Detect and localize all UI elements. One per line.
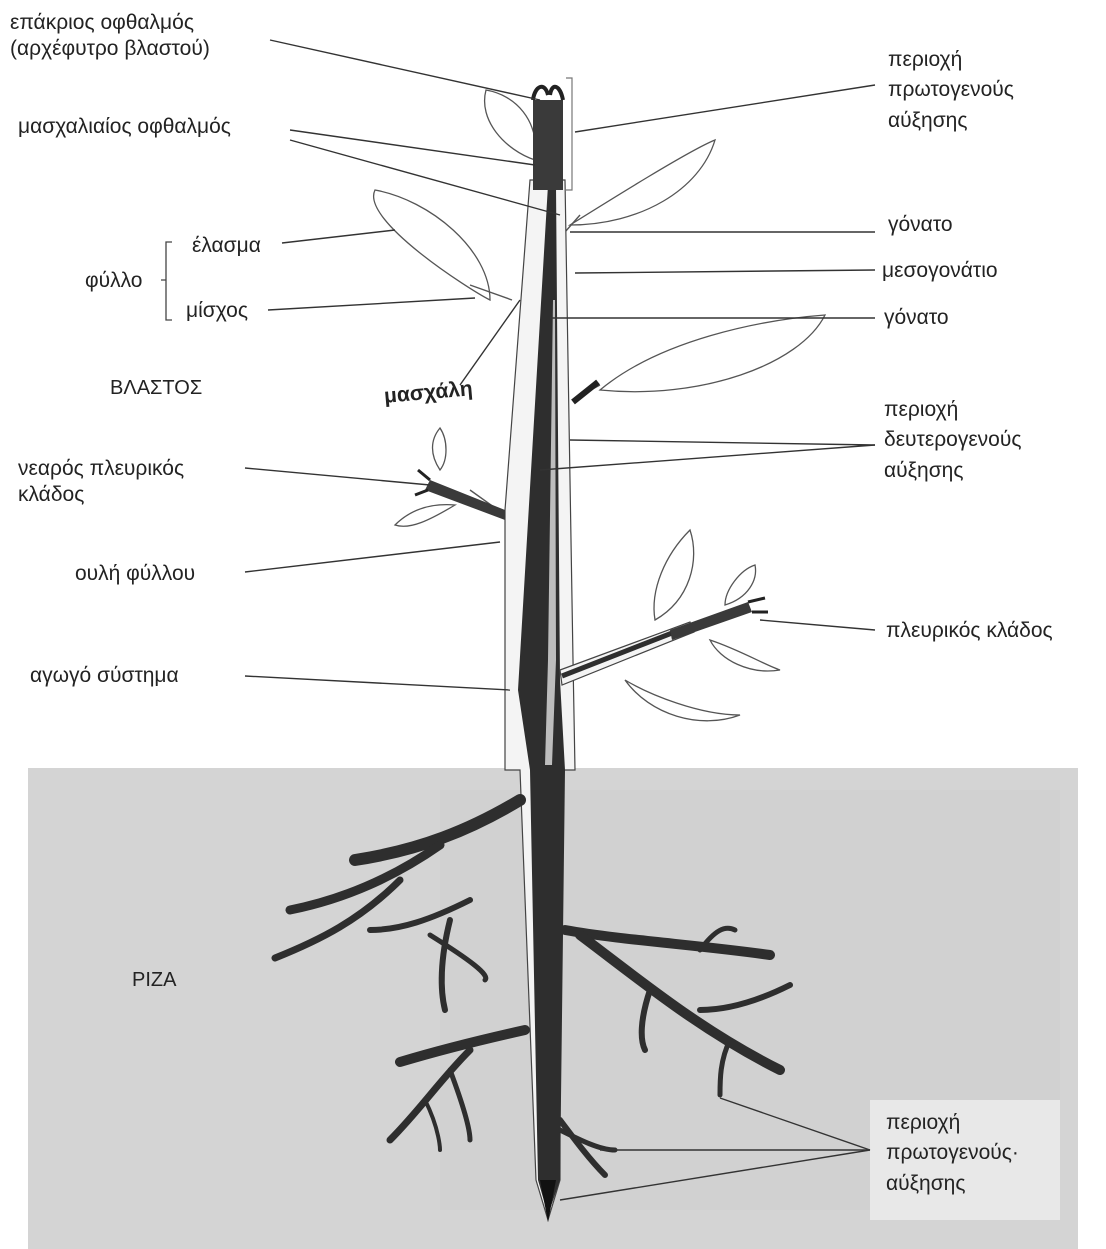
label-young-branch-line2: κλάδος bbox=[18, 482, 184, 508]
label-secondary-line1: περιοχή bbox=[884, 395, 1021, 425]
apical-bud bbox=[533, 87, 563, 190]
label-apical-bud-line2: (αρχέφυτρο βλαστού) bbox=[10, 36, 210, 62]
leaf-lat-2 bbox=[725, 565, 756, 605]
leaf-lat-1 bbox=[654, 530, 694, 620]
leaf-lat-3 bbox=[710, 640, 780, 671]
label-primary-top-line3: αύξησης bbox=[888, 106, 1014, 136]
label-blade: έλασμα bbox=[192, 233, 261, 259]
leaf-blade-left bbox=[374, 190, 490, 300]
label-primary-top-line2: πρωτογενούς bbox=[888, 75, 1014, 105]
label-secondary: περιοχή δευτερογενούς αύξησης bbox=[884, 395, 1021, 486]
label-apical-bud-line1: επάκριος οφθαλμός bbox=[10, 10, 210, 36]
label-shoot: ΒΛΑΣΤΟΣ bbox=[110, 376, 202, 401]
leaf-mid-right bbox=[600, 315, 825, 392]
label-primary-root-line1: περιοχή bbox=[886, 1108, 1019, 1138]
leaf-top-right bbox=[570, 140, 715, 225]
label-leaf: φύλλο bbox=[85, 268, 142, 294]
label-lateral-branch: πλευρικός κλάδος bbox=[886, 618, 1053, 644]
leaf-small-2 bbox=[395, 505, 455, 527]
leaf-lat-4 bbox=[625, 680, 740, 721]
label-leaf-scar: ουλή φύλλου bbox=[75, 561, 195, 587]
label-primary-top: περιοχή πρωτογενούς αύξησης bbox=[888, 45, 1014, 136]
label-root: ΡΙΖΑ bbox=[132, 968, 176, 993]
label-young-branch-line1: νεαρός πλευρικός bbox=[18, 456, 184, 482]
label-primary-root-line3: αύξησης bbox=[886, 1169, 1019, 1199]
label-apical-bud: επάκριος οφθαλμός (αρχέφυτρο βλαστού) bbox=[10, 10, 210, 63]
label-primary-root-line2: πρωτογενούς· bbox=[886, 1138, 1019, 1168]
label-petiole: μίσχος bbox=[186, 298, 248, 324]
label-node-2: γόνατο bbox=[884, 305, 949, 331]
leaf-small-1 bbox=[433, 428, 447, 470]
label-young-branch: νεαρός πλευρικός κλάδος bbox=[18, 456, 184, 509]
leaf-bracket bbox=[160, 240, 176, 325]
label-primary-root: περιοχή πρωτογενούς· αύξησης bbox=[886, 1108, 1019, 1199]
label-secondary-line3: αύξησης bbox=[884, 456, 1021, 486]
label-vascular: αγωγό σύστημα bbox=[30, 663, 179, 689]
leaf-top-left bbox=[485, 90, 536, 160]
primary-bracket bbox=[566, 78, 572, 190]
label-primary-top-line1: περιοχή bbox=[888, 45, 1014, 75]
leaves bbox=[374, 90, 825, 721]
label-internode: μεσογονάτιο bbox=[882, 258, 998, 284]
label-node-1: γόνατο bbox=[888, 212, 953, 238]
axil-bud bbox=[573, 382, 598, 402]
label-secondary-line2: δευτερογενούς bbox=[884, 425, 1021, 455]
label-axillary-bud: μασχαλιαίος οφθαλμός bbox=[18, 114, 231, 140]
